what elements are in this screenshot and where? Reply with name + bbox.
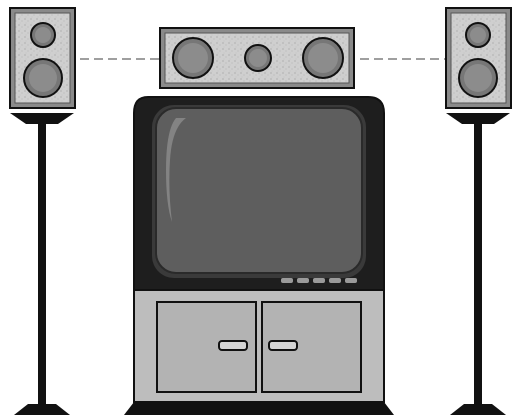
- door-handle-right: [268, 340, 298, 351]
- center-speaker-icon: [159, 27, 355, 89]
- television-icon: [133, 96, 385, 291]
- left-speaker-icon: [9, 7, 76, 109]
- right-speaker-stand: [446, 113, 510, 415]
- tv-screen: [155, 107, 363, 274]
- tv-control-buttons: [281, 278, 357, 283]
- right-speaker-icon: [445, 7, 512, 109]
- door-handle-left: [218, 340, 248, 351]
- tv-cabinet-icon: [124, 289, 394, 415]
- left-speaker-stand: [10, 113, 74, 415]
